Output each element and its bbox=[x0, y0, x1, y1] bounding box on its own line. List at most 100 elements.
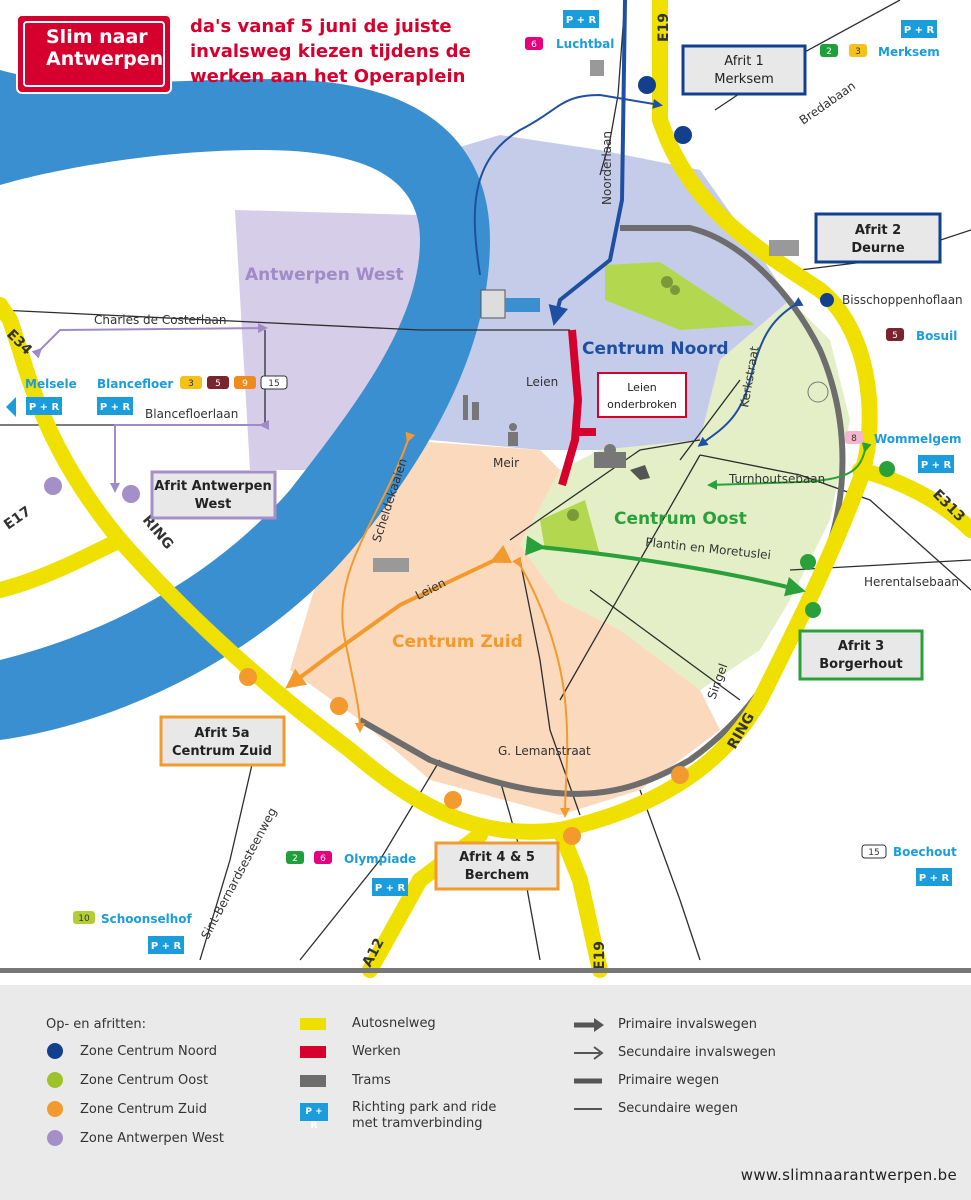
cathedral-icon bbox=[463, 395, 479, 420]
svg-text:onderbroken: onderbroken bbox=[607, 398, 677, 411]
legend-dot-west bbox=[47, 1130, 63, 1146]
legend-zone-west: Zone Antwerpen West bbox=[80, 1131, 225, 1146]
svg-text:15: 15 bbox=[868, 848, 879, 858]
zone-noord-label: Centrum Noord bbox=[582, 339, 729, 359]
pr-olympiade: 2 6 Olympiade P + R bbox=[286, 851, 416, 896]
route-luchtbal-to-north bbox=[473, 93, 663, 276]
legend-pr-line-1: Richting park and ride bbox=[352, 1100, 497, 1115]
map-bottom-border bbox=[0, 968, 971, 973]
svg-text:P + R: P + R bbox=[919, 873, 950, 884]
svg-text:P + R: P + R bbox=[100, 402, 131, 413]
svg-text:Berchem: Berchem bbox=[465, 868, 529, 883]
street-blancefloerlaan: Blancefloerlaan bbox=[145, 407, 238, 421]
exit-dot-zuid bbox=[239, 668, 257, 686]
legend-swatch-trams bbox=[300, 1075, 326, 1087]
legend-works: Werken bbox=[352, 1044, 401, 1059]
shopping-icon bbox=[508, 423, 518, 446]
svg-text:Centrum Zuid: Centrum Zuid bbox=[172, 744, 272, 759]
headline: da's vanaf 5 juni de juiste invalsweg ki… bbox=[190, 14, 490, 89]
legend-zone-noord: Zone Centrum Noord bbox=[80, 1044, 218, 1059]
street-lemanstraat: G. Lemanstraat bbox=[498, 744, 591, 758]
route-scheldekaaien bbox=[341, 431, 416, 733]
works-notice-box: Leien onderbroken bbox=[597, 372, 687, 418]
legend-dot-noord bbox=[47, 1043, 63, 1059]
route-charles bbox=[31, 323, 268, 359]
svg-text:Merksem: Merksem bbox=[714, 72, 774, 87]
street-noorderlaan: Noorderlaan bbox=[600, 131, 614, 205]
river-schelde bbox=[0, 70, 490, 740]
logo-line-2: Antwerpen bbox=[46, 48, 164, 70]
street-charles: Charles de Costerlaan bbox=[94, 313, 227, 327]
route-plantin bbox=[525, 535, 806, 597]
legend-highway: Autosnelweg bbox=[352, 1016, 436, 1031]
svg-text:15: 15 bbox=[268, 379, 279, 389]
svg-text:Bosuil: Bosuil bbox=[916, 329, 957, 343]
zone-oost-label: Centrum Oost bbox=[614, 509, 747, 529]
svg-text:Borgerhout: Borgerhout bbox=[819, 657, 902, 672]
svg-text:Afrit 5a: Afrit 5a bbox=[194, 726, 249, 741]
svg-text:P + R: P + R bbox=[29, 402, 60, 413]
highway-e19-south: E19 bbox=[592, 941, 608, 970]
svg-text:Merksem: Merksem bbox=[878, 45, 940, 59]
svg-text:3: 3 bbox=[188, 379, 194, 389]
exit-box-merksem: Afrit 1 Merksem bbox=[681, 44, 807, 96]
logo-line-1: Slim naar bbox=[46, 26, 148, 48]
svg-text:Wommelgem: Wommelgem bbox=[874, 432, 962, 446]
svg-text:West: West bbox=[195, 497, 232, 512]
svg-text:P + R: P + R bbox=[904, 25, 935, 36]
exit-box-zuid: Afrit 5a Centrum Zuid bbox=[159, 715, 286, 767]
zone-west-label: Antwerpen West bbox=[245, 265, 404, 285]
svg-text:8: 8 bbox=[851, 434, 857, 444]
ferris-wheel-icon bbox=[807, 381, 829, 403]
exit-dot-zuid bbox=[563, 827, 581, 845]
svg-text:Luchtbal: Luchtbal bbox=[556, 37, 614, 51]
svg-text:3: 3 bbox=[855, 47, 861, 57]
svg-text:Boechout: Boechout bbox=[893, 845, 957, 859]
route-turnhoutsebaan bbox=[707, 441, 872, 490]
antwerp-traffic-map: Antwerpen West Centrum Noord Centrum Oos… bbox=[0, 0, 971, 978]
website-url[interactable]: www.slimnaarantwerpen.be bbox=[740, 1166, 957, 1184]
legend-pr: Richting park and ride met tramverbindin… bbox=[352, 1100, 496, 1132]
pr-luchtbal: P + R 6 Luchtbal bbox=[525, 10, 614, 51]
svg-text:6: 6 bbox=[531, 40, 537, 50]
pr-bosuil: 5 Bosuil bbox=[886, 328, 957, 343]
svg-text:Melsele: Melsele bbox=[25, 377, 77, 391]
svg-text:Olympiade: Olympiade bbox=[344, 852, 416, 866]
svg-text:Leien: Leien bbox=[627, 381, 657, 394]
street-meir: Meir bbox=[493, 456, 519, 470]
svg-text:5: 5 bbox=[892, 331, 898, 341]
zone-zuid-label: Centrum Zuid bbox=[392, 632, 523, 652]
legend-secondary-roads: Secundaire wegen bbox=[618, 1101, 739, 1116]
svg-text:Schoonselhof: Schoonselhof bbox=[101, 912, 193, 926]
legend-title: Op- en afritten: bbox=[46, 1017, 146, 1032]
highway-e17: E17 bbox=[1, 504, 34, 534]
svg-text:Blancefloer: Blancefloer bbox=[97, 377, 173, 391]
svg-text:10: 10 bbox=[78, 914, 90, 924]
legend-trams: Trams bbox=[352, 1073, 391, 1088]
exit-dots bbox=[44, 76, 895, 845]
pr-melsele: Melsele P + R bbox=[6, 377, 77, 417]
svg-text:9: 9 bbox=[242, 379, 248, 389]
stadium-icon bbox=[769, 240, 799, 256]
route-lemanstraat bbox=[512, 556, 571, 818]
legend-primary-roads: Primaire wegen bbox=[618, 1073, 720, 1088]
exit-dot-zuid bbox=[444, 791, 462, 809]
svg-text:P + R: P + R bbox=[375, 883, 406, 894]
svg-text:Deurne: Deurne bbox=[851, 241, 905, 256]
street-herentalsebaan: Herentalsebaan bbox=[864, 575, 959, 589]
station-icon bbox=[594, 444, 626, 468]
street-turnhoutsebaan: Turnhoutsebaan bbox=[728, 472, 825, 486]
exit-dot-noord bbox=[638, 76, 656, 94]
highway-e19-north: E19 bbox=[656, 13, 672, 42]
exit-dot-oost bbox=[805, 602, 821, 618]
exit-dot-oost bbox=[800, 554, 816, 570]
works-line bbox=[558, 329, 583, 487]
monument-icon bbox=[373, 558, 409, 572]
svg-text:Afrit 3: Afrit 3 bbox=[838, 639, 884, 654]
pr-merksem: P + R 2 3 Merksem bbox=[820, 20, 940, 59]
headline-line-2: invalsweg kiezen tijdens de bbox=[190, 41, 471, 62]
pr-wommelgem: 8 Wommelgem P + R bbox=[845, 431, 962, 473]
exit-box-west: Afrit Antwerpen West bbox=[150, 470, 277, 520]
pr-boechout: 15 Boechout P + R bbox=[861, 844, 957, 886]
exit-dot-noord bbox=[674, 126, 692, 144]
